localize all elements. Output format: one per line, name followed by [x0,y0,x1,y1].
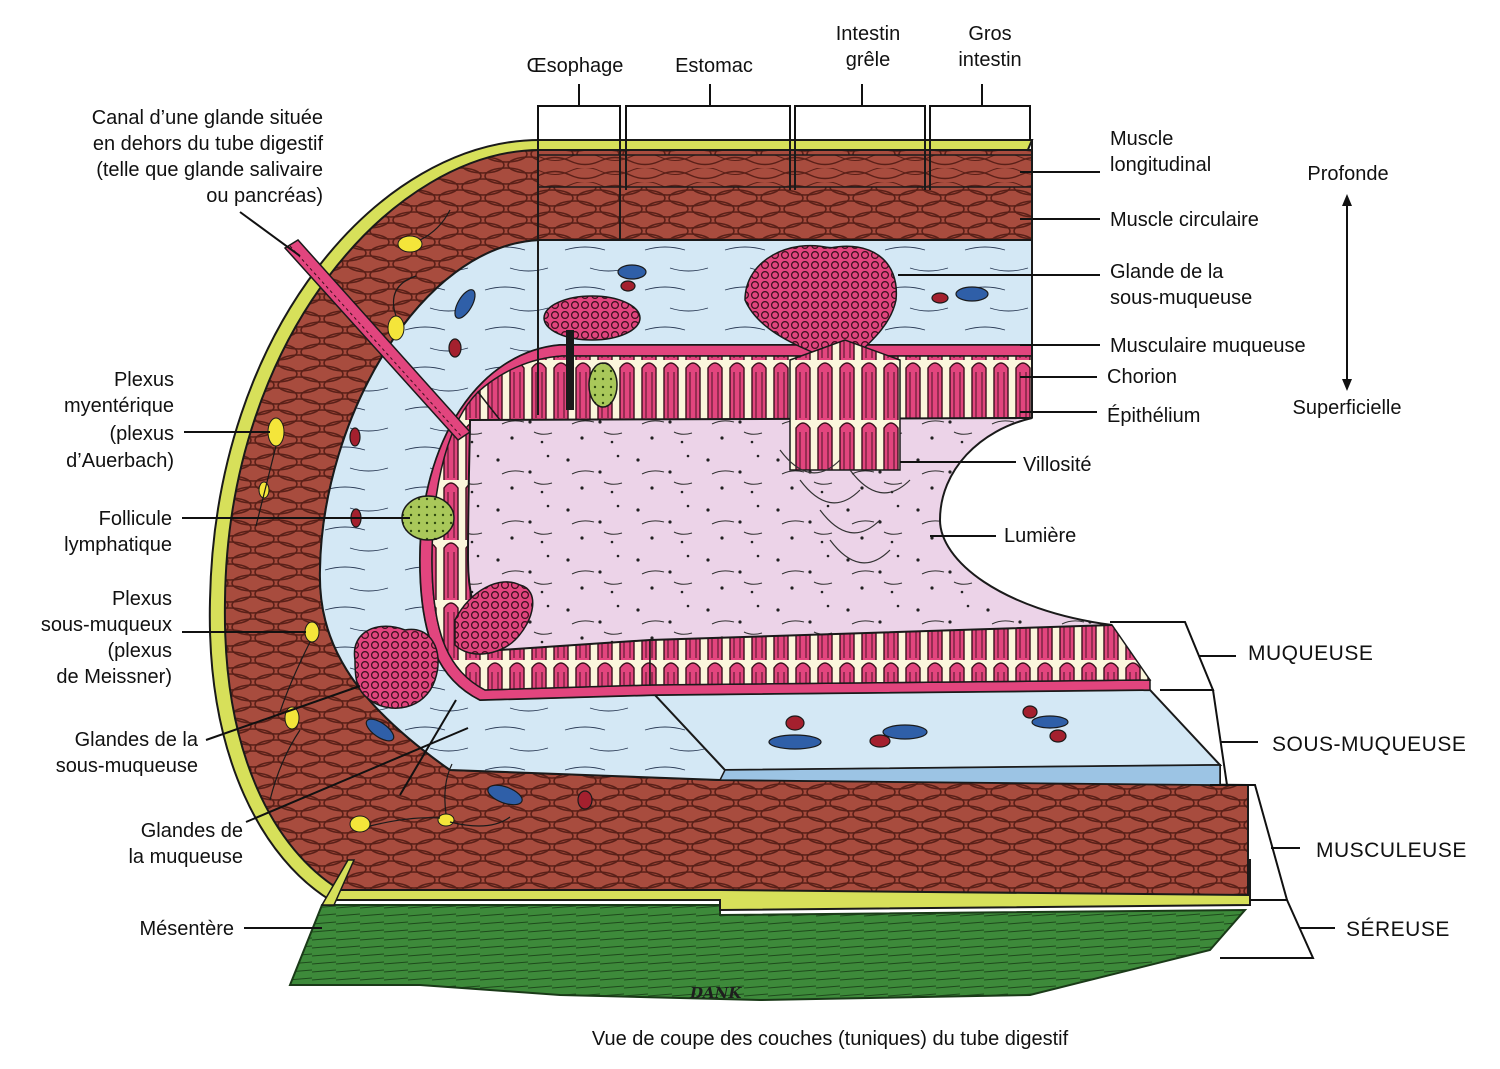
layer-brackets [1110,621,1335,959]
mucosa-top-villi [469,355,1033,421]
label-glande-sous-muqueuse-line2: sous-muqueuse [1110,287,1252,309]
submucosal-gland [744,244,901,471]
label-glandes-muqueuse-line1: Glandes de [141,820,243,842]
region-label-gros-intestin-line1: Gros [968,23,1011,45]
left-labels: Canal d’une glande située en dehors du t… [41,107,469,940]
label-lumiere: Lumière [1004,525,1076,547]
depth-axis: Profonde Superficielle [1293,163,1402,419]
label-muscle-longitudinal-line1: Muscle [1110,128,1173,150]
label-plexus-sous-muqueux-line2: sous-muqueux [41,614,172,636]
label-plexus-myenterique-line4: d’Auerbach) [66,450,174,472]
label-glandes-sous-muqueuse-line2: sous-muqueuse [56,755,198,777]
layer-label-sereuse: SÉREUSE [1346,918,1450,941]
label-mesentere: Mésentère [140,918,235,940]
depth-label-superficielle: Superficielle [1293,397,1402,419]
label-plexus-sous-muqueux-line3: (plexus [108,640,172,662]
label-follicule-line2: lymphatique [64,534,172,556]
right-labels: Muscle longitudinal Muscle circulaire Gl… [898,128,1306,547]
gland-duct [283,239,472,441]
submucosa-gland-cluster [353,625,439,709]
esophageal-gland [543,295,641,410]
label-plexus-myenterique-line1: Plexus [114,369,174,391]
depth-arrow-up [1342,194,1352,206]
region-label-estomac: Estomac [675,55,753,77]
region-separators [537,140,1033,418]
nerve-fibers [255,209,511,827]
villi-fan [779,449,911,564]
label-musculaire-muqueuse: Musculaire muqueuse [1110,335,1306,357]
label-glande-sous-muqueuse-line1: Glande de la [1110,261,1224,283]
artist-signature: DANK [689,984,742,1002]
region-brackets [537,84,1031,140]
mucosa-gland-cluster [454,581,534,655]
label-canal-line2: en dehors du tube digestif [93,133,324,155]
layer-label-muqueuse: MUQUEUSE [1248,642,1373,665]
figure-caption: Vue de coupe des couches (tuniques) du t… [592,1028,1069,1050]
tube-drawing: DANK [208,139,1251,1002]
label-canal-line1: Canal d’une glande située [92,107,323,129]
region-label-intestin-grele-line2: grêle [846,49,890,71]
label-epithelium: Épithélium [1107,404,1200,427]
label-plexus-sous-muqueux-line4: de Meissner) [56,666,172,688]
label-muscle-longitudinal-line2: longitudinal [1110,154,1211,176]
label-glandes-muqueuse-line2: la muqueuse [128,846,243,868]
submucosa-front-face [652,688,1223,772]
label-canal-line3: (telle que glande salivaire [96,159,323,181]
leader-glandes-sous-muqueuse [205,685,361,741]
longitudinal-muscle-band [537,154,1033,188]
leader-canal [239,211,301,257]
region-label-oesophage: Œsophage [527,55,624,77]
depth-arrow-down [1342,379,1352,391]
layer-label-musculeuse: MUSCULEUSE [1316,839,1467,862]
lumen-space [466,417,1113,652]
leader-glandes-muqueuse-2 [399,699,457,796]
layer-label-sous-muqueuse: SOUS-MUQUEUSE [1272,733,1466,756]
label-plexus-myenterique-line2: myentérique [64,395,174,417]
label-chorion: Chorion [1107,366,1177,388]
blood-vessels [349,264,1069,810]
label-follicule-line1: Follicule [99,508,172,530]
nerve-plexus-ganglia [258,235,455,833]
label-villosite: Villosité [1023,454,1092,476]
label-glandes-sous-muqueuse-line1: Glandes de la [75,729,199,751]
label-muscle-circulaire: Muscle circulaire [1110,209,1259,231]
region-label-gros-intestin-line2: intestin [958,49,1021,71]
mesentery-stem [320,859,356,906]
mesentery-tissue [288,904,1248,1002]
label-plexus-sous-muqueux-line1: Plexus [112,588,172,610]
depth-label-profonde: Profonde [1307,163,1388,185]
label-plexus-myenterique-line3: (plexus [110,423,174,445]
region-label-intestin-grele-line1: Intestin [836,23,900,45]
label-canal-line4: ou pancréas) [206,185,323,207]
